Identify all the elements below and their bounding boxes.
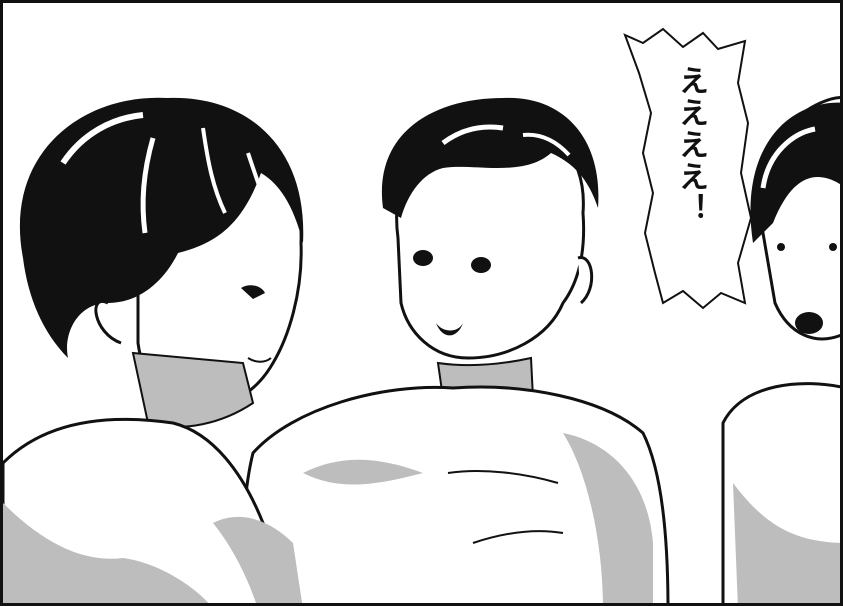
speech-bubble [623,27,753,310]
middle-character [240,97,670,603]
speech-bubble-text: ええええ！ [673,65,708,225]
right-character [721,96,840,603]
left-character [3,97,304,603]
manga-illustration [3,27,840,603]
